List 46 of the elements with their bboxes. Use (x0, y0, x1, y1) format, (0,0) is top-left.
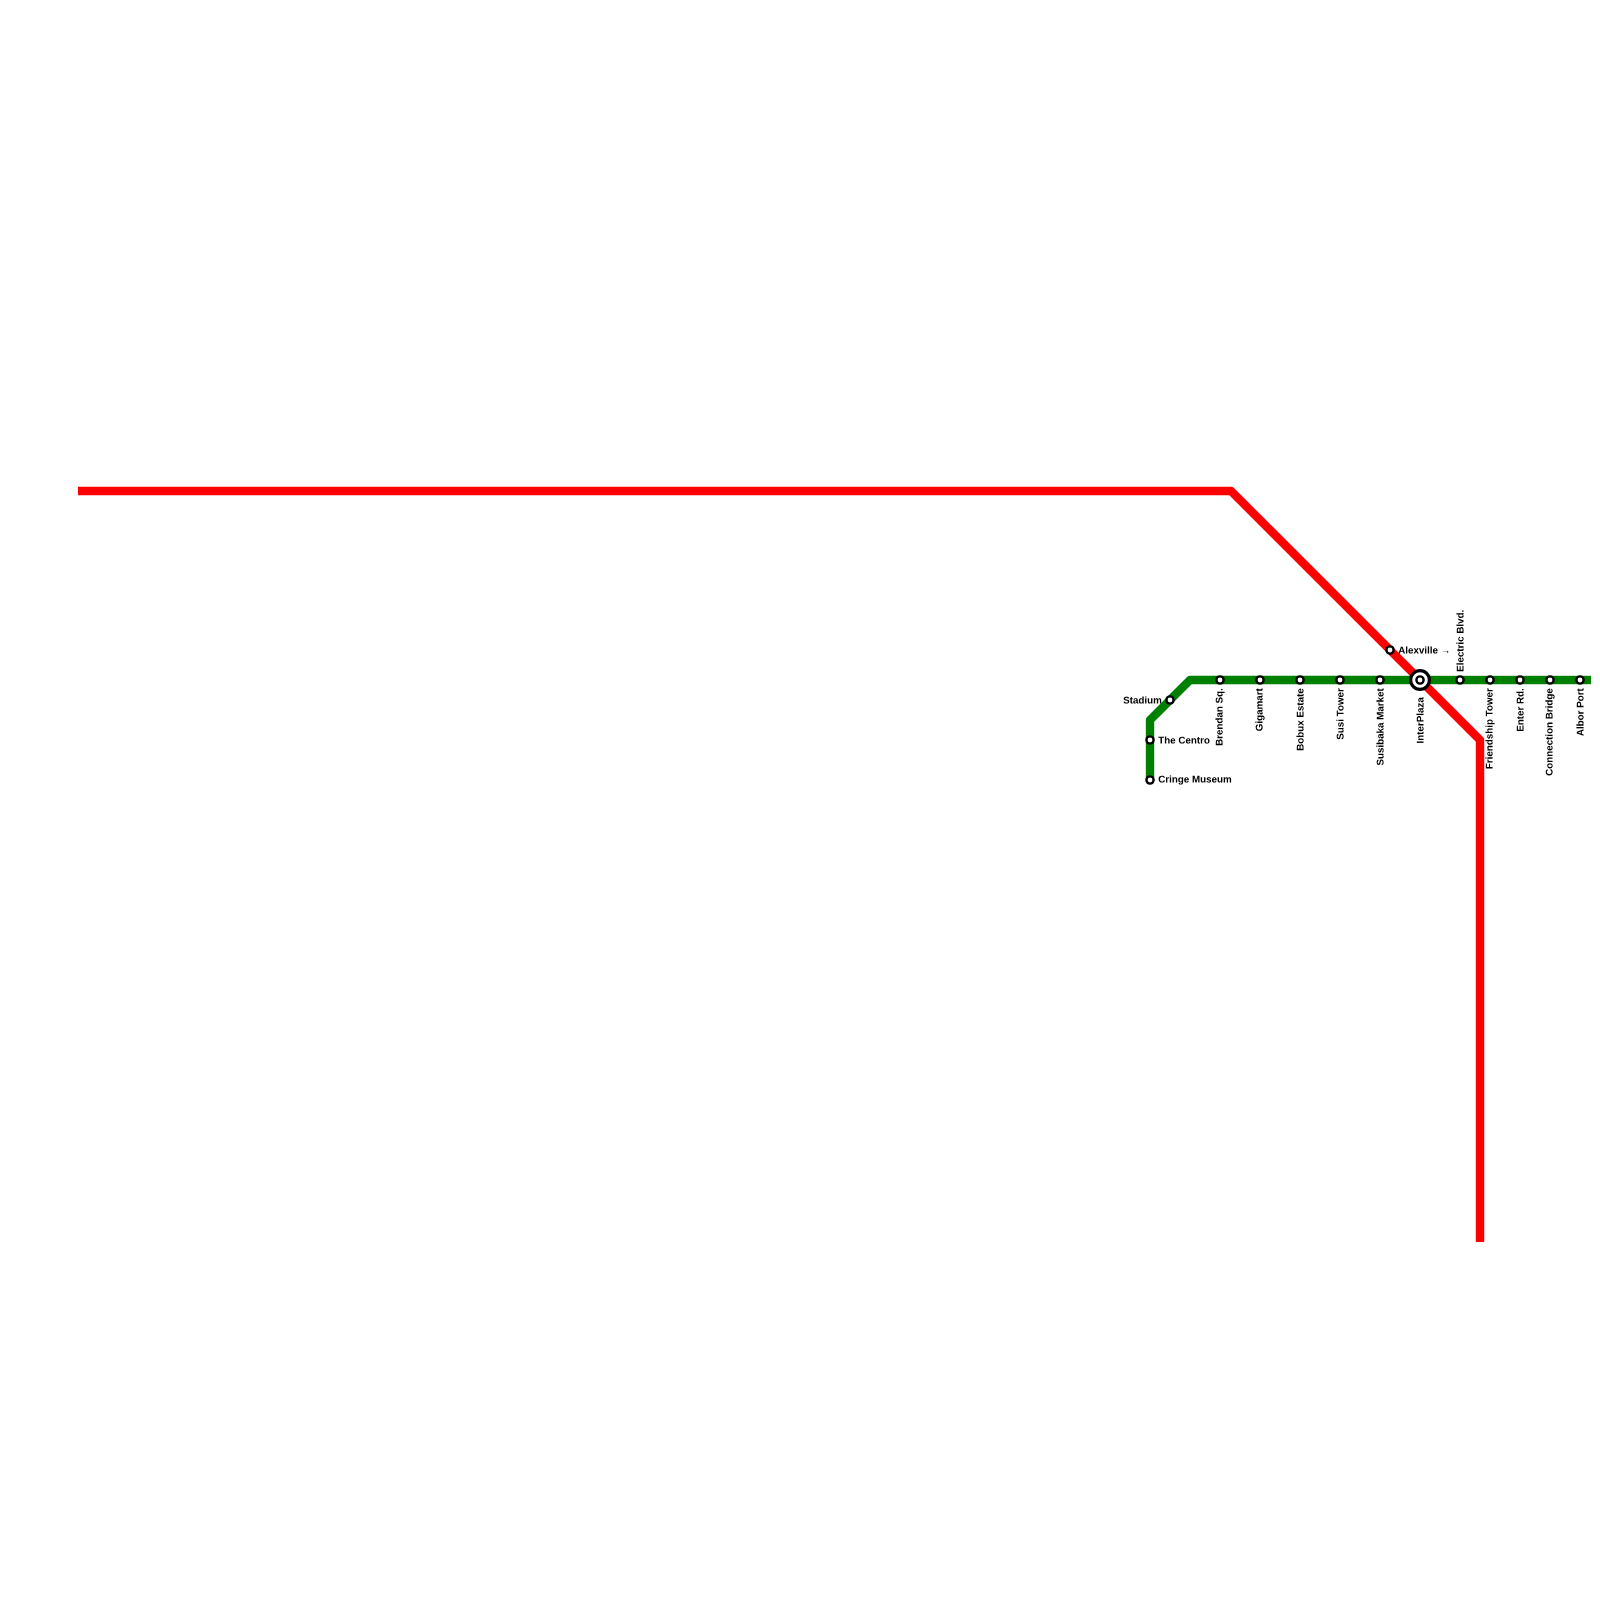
route-line (1552, 675, 1578, 685)
station-label: Susi Tower (1336, 688, 1344, 740)
station-marker (1165, 695, 1175, 705)
route-line (1342, 675, 1378, 685)
route-line (1168, 675, 1218, 702)
route-line (1429, 675, 1458, 685)
station-label: Alexville → (1398, 646, 1449, 654)
station-label: InterPlaza (1416, 697, 1424, 743)
route-line (1222, 675, 1258, 685)
route-line (1302, 675, 1338, 685)
station-marker (1545, 675, 1555, 685)
route-line (1522, 675, 1548, 685)
station-label: Brendan Sq. (1215, 688, 1225, 746)
station-marker (1145, 735, 1155, 745)
station-label: Electric Blvd. (1456, 610, 1464, 672)
station-label: Cringe Museum (1158, 775, 1232, 785)
station-label: Gigamart (1255, 688, 1265, 731)
station-marker (1375, 675, 1385, 685)
station-marker (1335, 675, 1345, 685)
station-marker (1485, 675, 1495, 685)
route-line (1424, 684, 1485, 1242)
route-line (1145, 742, 1155, 778)
station-marker (1145, 775, 1155, 785)
route-line (1492, 675, 1518, 685)
route-line (78, 486, 1392, 652)
route-line (1388, 648, 1416, 676)
station-label: Connection Bridge (1545, 688, 1555, 776)
route-line (1262, 675, 1298, 685)
station-label: Enter Rd. (1516, 688, 1524, 732)
station-marker (1515, 675, 1525, 685)
station-label: The Centro (1158, 736, 1210, 744)
station-marker (1385, 645, 1395, 655)
station-marker (1255, 675, 1265, 685)
station-marker (1575, 675, 1585, 685)
station-label: Albor Port (1576, 688, 1584, 736)
station-label: Bobux Estate (1296, 688, 1304, 751)
station-marker (1455, 675, 1465, 685)
station-label: Stadium (1123, 696, 1162, 704)
station-label: Susibaka Market (1376, 688, 1384, 766)
station-label: Friendship Tower (1485, 688, 1495, 769)
station-marker (1215, 675, 1225, 685)
station-marker (1295, 675, 1305, 685)
route-line (1145, 698, 1172, 738)
route-line (1462, 675, 1488, 685)
interchange-marker (1409, 669, 1431, 691)
route-line (1382, 675, 1411, 685)
